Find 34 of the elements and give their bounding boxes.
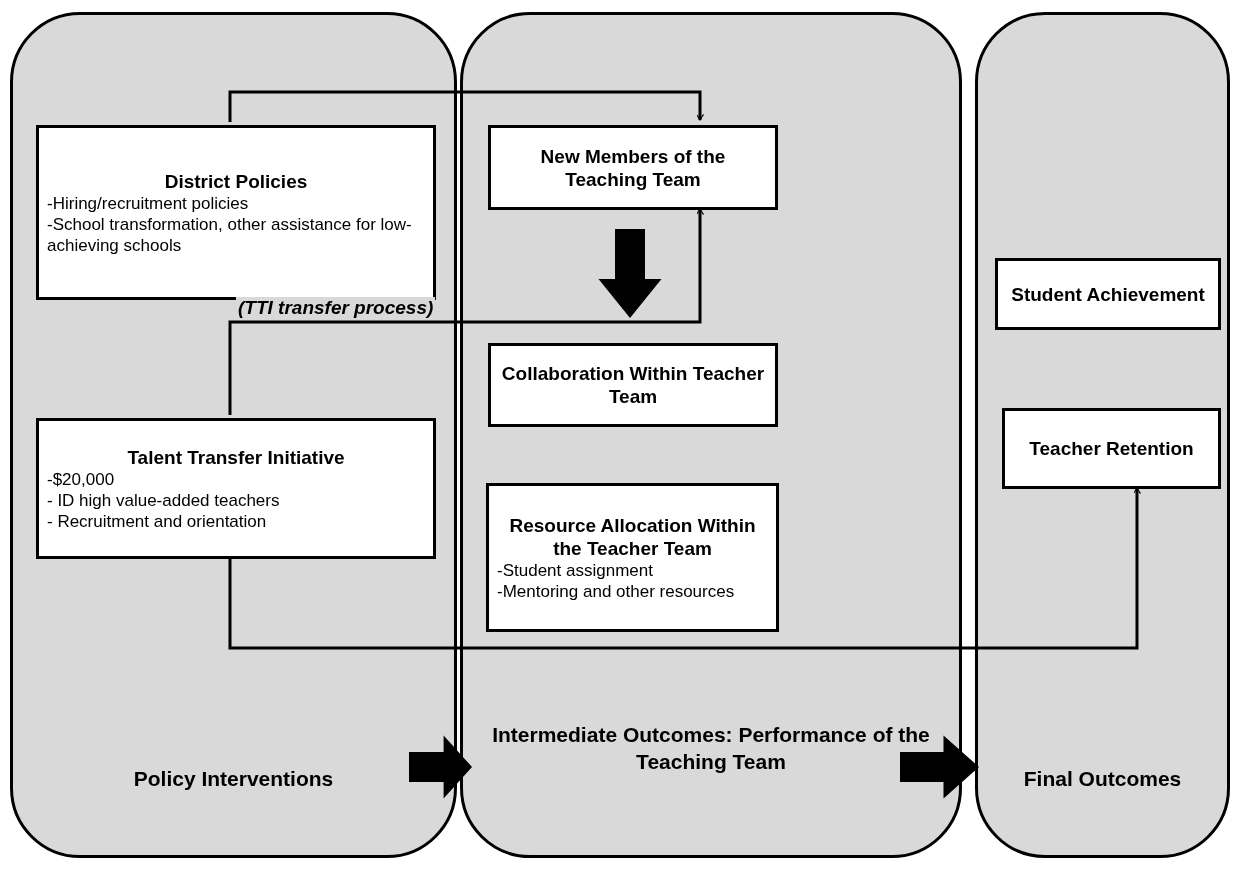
stage-panel bbox=[10, 12, 457, 858]
box-heading: Teacher Retention bbox=[1028, 437, 1195, 460]
box-heading: Collaboration Within Teacher Team bbox=[500, 362, 766, 408]
panel-title: Intermediate Outcomes: Performance of the Teaching Team bbox=[491, 722, 931, 775]
text-box bbox=[488, 125, 778, 210]
text-box bbox=[488, 343, 778, 427]
connector-arrow bbox=[228, 208, 705, 415]
bullet-text: -Student assignment bbox=[497, 559, 654, 581]
stage-panel bbox=[460, 12, 962, 858]
block-arrow bbox=[900, 735, 979, 799]
box-heading: District Policies bbox=[163, 169, 309, 193]
bullet-text: -Mentoring and other resources bbox=[497, 580, 736, 602]
text-box bbox=[36, 125, 436, 300]
block-arrow bbox=[598, 229, 662, 318]
bullet-text: -School transformation, other assistance for low-achieving schools bbox=[47, 213, 413, 256]
bullet-text: - ID high value-added teachers bbox=[47, 489, 281, 511]
box-heading: Student Achievement bbox=[1010, 282, 1206, 306]
text-box bbox=[486, 483, 779, 632]
panel-title: Final Outcomes bbox=[1022, 766, 1183, 792]
box-heading: Talent Transfer Initiative bbox=[126, 445, 346, 469]
box-heading: New Members of the Teaching Team bbox=[539, 144, 727, 191]
connector-arrow bbox=[228, 487, 1142, 650]
box-heading: Resource Allocation Within the Teacher Team bbox=[508, 513, 757, 560]
block-arrow bbox=[409, 735, 472, 799]
bullet-text: - Recruitment and orientation bbox=[47, 510, 268, 532]
panel-title: Policy Interventions bbox=[132, 766, 335, 792]
bullet-text: -$20,000 bbox=[47, 468, 116, 490]
text-box bbox=[36, 418, 436, 559]
edge-label: (TTI transfer process) bbox=[236, 297, 436, 319]
text-box bbox=[1002, 408, 1221, 489]
stage-panel bbox=[975, 12, 1230, 858]
connector-arrow bbox=[228, 90, 705, 122]
text-box bbox=[995, 258, 1221, 330]
bullet-text: -Hiring/recruitment policies bbox=[47, 192, 250, 214]
